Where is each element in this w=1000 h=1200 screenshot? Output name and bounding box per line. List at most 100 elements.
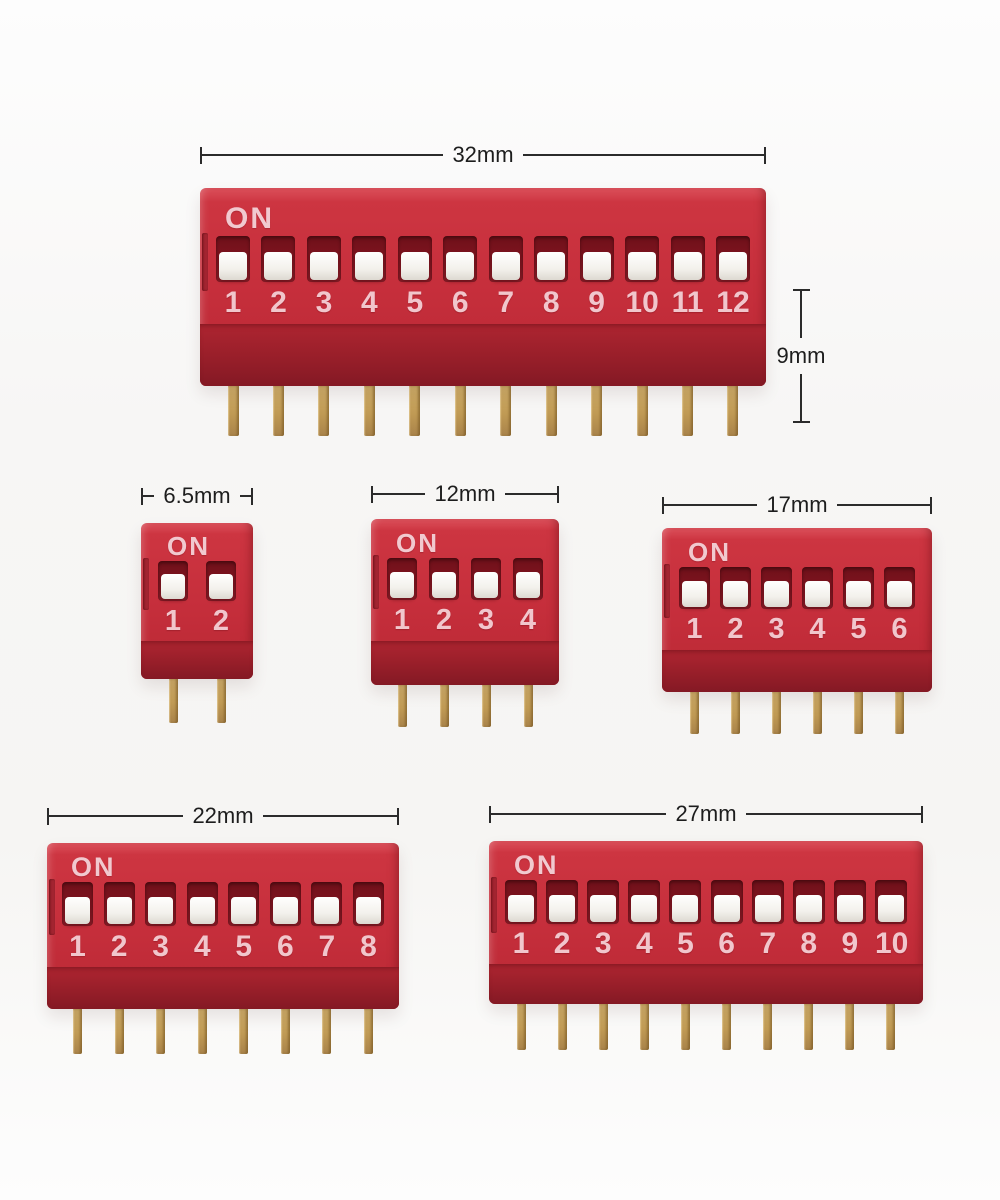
switch-slot [206,561,236,601]
dimension-tick [371,485,373,503]
switch-base [489,964,923,1004]
position-label: 7 [497,286,515,319]
pin [516,1004,526,1050]
pin [731,692,740,734]
dimension-tick [489,805,491,823]
slot-row [47,882,399,926]
dimension-tick [930,496,932,514]
switch-slider [877,895,904,922]
pin-slot [534,386,568,436]
switch-slot [625,236,660,282]
position-label: 12 [716,286,750,319]
pin [409,386,421,436]
switch-slider [491,252,520,280]
pin [280,1009,290,1054]
pin [772,692,781,734]
pin-slot [834,1004,866,1050]
position-label: 7 [318,929,336,963]
switch-slider [516,572,540,598]
switch-slider [805,581,830,607]
dimension-tick [251,487,253,505]
position-label: 1 [224,286,242,319]
position-label: 8 [800,927,818,960]
pin [854,692,863,734]
dimension-tick [397,807,399,825]
position-label: 2 [727,613,744,645]
pin [227,386,239,436]
dimension-line [836,504,930,506]
dimension-line [202,154,444,156]
pin-slot [187,1009,218,1054]
pin [690,692,699,734]
pin-slot [669,1004,701,1050]
switch-slot [488,236,523,282]
dimension-line [49,815,184,817]
position-label: 8 [360,929,377,963]
pin-slot [387,685,417,727]
switch-slot [228,882,260,926]
dimension-tick [47,807,49,825]
switch-slider [209,574,233,599]
switch-base [200,324,766,386]
dimension-line [800,374,802,421]
position-label: 10 [625,286,659,319]
switch-slot [429,558,459,600]
pin-slot [158,679,188,723]
switch-slider [795,895,822,922]
switch-slot [505,880,537,924]
switch-slider [508,895,534,922]
pin-row [662,692,932,734]
position-label: 4 [809,613,826,645]
pin-slot [307,386,341,436]
dimension-tick [557,485,559,503]
switch-slot [397,236,432,282]
switch-slot [546,880,579,924]
pin-slot [62,1009,93,1054]
switch-slot [792,880,825,924]
pin-slot [311,1009,342,1054]
position-label: 2 [270,286,287,319]
pin-row [47,1009,399,1054]
position-label: 9 [841,927,859,960]
switch-slider [148,897,174,924]
switch-slot [158,561,188,601]
switch-slot [843,567,874,609]
pin [318,386,330,436]
position-label: 4 [519,604,537,636]
pin-row [489,1004,923,1050]
pin [886,1004,896,1050]
pin [763,1004,773,1050]
position-label: 6 [891,613,908,645]
on-label: ON [225,202,274,235]
dimension-line [373,493,426,495]
switch-slider [272,897,298,924]
switch-slot [628,880,661,924]
switch-slider [355,897,381,924]
height-dimension-9mm: 9mm [772,289,830,423]
switch-base [47,967,399,1009]
switch-slot [587,880,620,924]
switch-slider [628,252,657,280]
slot-row [200,236,766,282]
pin [397,685,407,727]
position-label: 4 [193,929,211,963]
pin-slot [270,1009,301,1054]
pin-slot [546,1004,578,1050]
width-dimension-12mm: 12mm [371,481,559,507]
dimension-tick [792,421,810,423]
pin-slot [228,1009,259,1054]
position-label: 5 [406,286,424,319]
switch-slider [673,252,702,280]
pin-slot [505,1004,537,1050]
pin [545,386,557,436]
dimension-label: 6.5mm [163,483,231,508]
